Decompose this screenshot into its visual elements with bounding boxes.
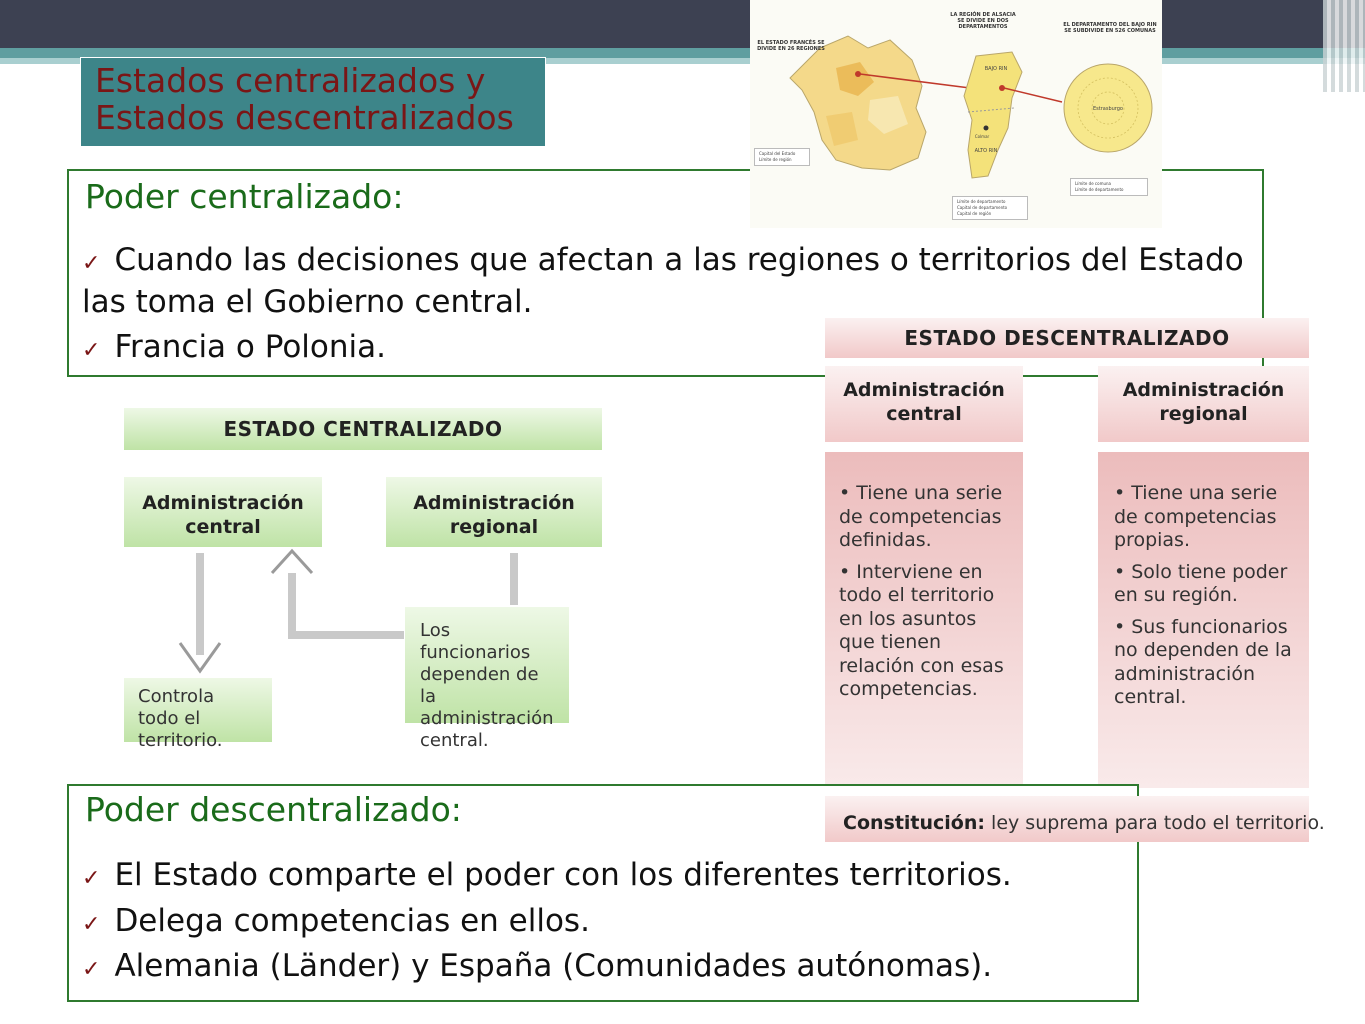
decentralized-bullet-1: ✓ El Estado comparte el poder con los dif… bbox=[82, 856, 1132, 898]
decentralized-regional-list: • Tiene una serie de competencias propia… bbox=[1098, 452, 1309, 788]
map-caption-right: EL DEPARTAMENTO DEL BAJO RIN SE SUBDIVID… bbox=[1063, 22, 1157, 34]
regional-point-1: • Tiene una serie de competencias propia… bbox=[1114, 482, 1278, 551]
decentralized-central-list: • Tiene una serie de competencias defini… bbox=[825, 452, 1023, 788]
title-line-2: Estados descentralizados bbox=[95, 98, 514, 137]
constitution-text: ley suprema para todo el territorio. bbox=[985, 812, 1325, 834]
top-stripe bbox=[0, 48, 1365, 58]
bullet-text: Cuando las decisiones que afectan a las … bbox=[82, 242, 1244, 320]
decentralized-bullet-3: ✓ Alemania (Länder) y España (Comunidades… bbox=[82, 947, 1132, 989]
centralized-officials-box: Los funcionarios dependen de la administ… bbox=[405, 607, 569, 751]
bullet-text: El Estado comparte el poder con los dife… bbox=[114, 857, 1012, 893]
decentralized-bullet-2: ✓ Delega competencias en ellos. bbox=[82, 902, 1132, 944]
map-legend-left: Capital del Estado Límite de región bbox=[754, 148, 810, 166]
map-illustration: Estrasburgo BAJO RIN ALTO RIN Colmar bbox=[789, 35, 1153, 179]
check-icon: ✓ bbox=[82, 957, 101, 982]
map-label-bajo-rin: BAJO RIN bbox=[985, 66, 1008, 72]
map-legend-mid: Límite de departamento Capital de depart… bbox=[952, 196, 1028, 220]
decentralized-heading: Poder descentralizado: bbox=[85, 790, 462, 829]
map-label-alto-rin: ALTO RIN bbox=[975, 148, 998, 154]
slide-title: Estados centralizados y Estados descentr… bbox=[80, 57, 546, 147]
corner-decoration bbox=[1323, 0, 1365, 92]
map-label-strasbourg: Estrasburgo bbox=[1093, 106, 1123, 112]
central-point-2: • Interviene en todo el territorio en lo… bbox=[839, 560, 1004, 701]
centralized-controls-box: Controla todo el territorio. bbox=[124, 678, 272, 751]
check-icon: ✓ bbox=[82, 338, 101, 363]
central-point-1: • Tiene una serie de competencias defini… bbox=[839, 482, 1003, 551]
centralized-bullet-2: ✓ Francia o Polonia. bbox=[82, 328, 782, 370]
check-icon: ✓ bbox=[82, 866, 101, 891]
decentralized-admin-regional: Administración regional bbox=[1098, 366, 1309, 442]
title-line-1: Estados centralizados y bbox=[95, 61, 486, 100]
regional-point-2: • Solo tiene poder en su región. bbox=[1114, 560, 1288, 607]
centralized-admin-central: Administración central bbox=[124, 477, 322, 547]
bullet-text: Delega competencias en ellos. bbox=[114, 903, 590, 939]
centralized-admin-regional: Administración regional bbox=[386, 477, 602, 547]
centralized-bullet-1: ✓Cuando las decisiones que afectan a las… bbox=[82, 241, 1247, 321]
top-stripe-light bbox=[0, 58, 1365, 64]
centralized-diagram-header: ESTADO CENTRALIZADO bbox=[124, 408, 602, 450]
regional-point-3: • Sus funcionarios no dependen de la adm… bbox=[1114, 615, 1292, 709]
constitution-label: Constitución: bbox=[843, 812, 985, 834]
map-caption-mid: LA REGIÓN DE ALSACIA SE DIVIDE EN DOS DE… bbox=[950, 12, 1016, 30]
map-label-colmar: Colmar bbox=[975, 134, 990, 139]
france-map-image: Estrasburgo BAJO RIN ALTO RIN Colmar EL … bbox=[750, 0, 1162, 228]
decentralized-diagram-header: ESTADO DESCENTRALIZADO bbox=[825, 318, 1309, 358]
check-icon: ✓ bbox=[82, 251, 101, 276]
bullet-text: Alemania (Länder) y España (Comunidades … bbox=[114, 948, 993, 984]
centralized-heading: Poder centralizado: bbox=[85, 177, 404, 216]
centralized-arrows bbox=[178, 548, 518, 674]
map-caption-left: EL ESTADO FRANCÉS SE DIVIDE EN 26 REGION… bbox=[757, 40, 825, 52]
decentralized-admin-central: Administración central bbox=[825, 366, 1023, 442]
map-legend-right: Límite de comuna Límite de departamento bbox=[1070, 178, 1148, 196]
constitution-bar: Constitución: ley suprema para todo el t… bbox=[825, 796, 1325, 842]
check-icon: ✓ bbox=[82, 912, 101, 937]
bullet-text: Francia o Polonia. bbox=[114, 329, 386, 365]
